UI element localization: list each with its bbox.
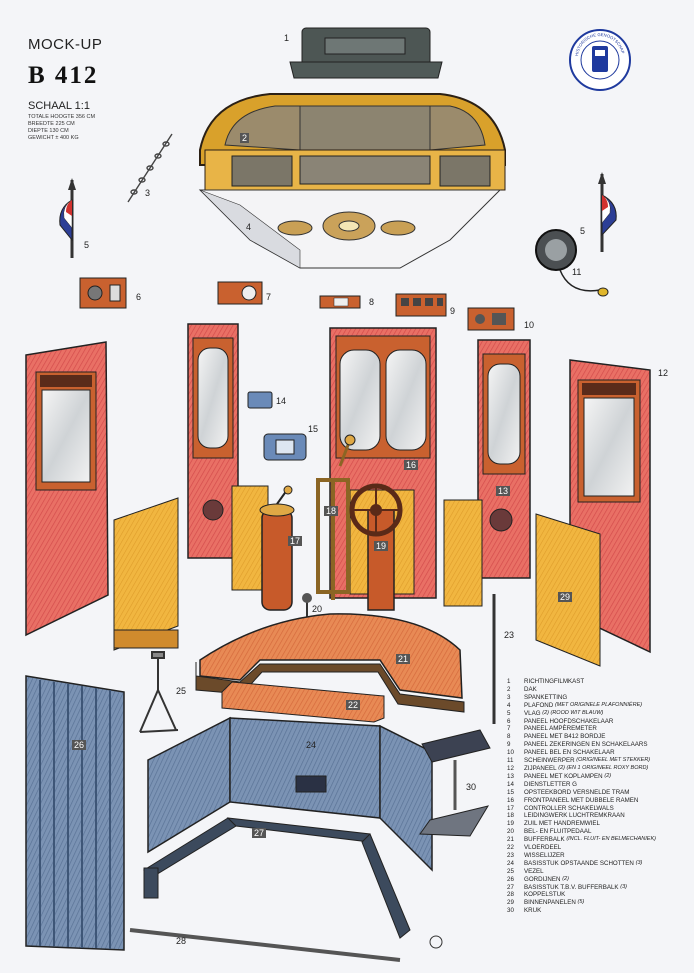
part-28-coupling-bar: [129, 928, 401, 962]
mockup-label: MOCK-UP: [28, 36, 103, 53]
part-22-floor-section: [221, 681, 385, 723]
part-5-flag-left: [59, 178, 76, 258]
part-4-ceiling: [198, 189, 502, 269]
callout-9: 9: [450, 306, 456, 316]
part-24-base-panels: [147, 716, 433, 872]
part-9-fuse-panel: [395, 293, 447, 317]
part-5-flag-right: [598, 172, 617, 252]
part-3-tension-chain: [127, 133, 173, 203]
callout-19: 19: [374, 541, 389, 551]
part-11-headlamp: [535, 229, 609, 297]
callout-22: 22: [346, 700, 361, 710]
callout-6: 6: [136, 292, 142, 302]
callout-29: 29: [558, 592, 573, 602]
part-2-roof: [199, 93, 506, 191]
part-27-buffer-base: [143, 817, 411, 939]
part-25-stand: [139, 651, 179, 733]
callout-21: 21: [396, 654, 411, 664]
callout-28: 28: [176, 936, 187, 946]
callout-15: 15: [308, 424, 319, 434]
part-26-curtains: [25, 675, 125, 951]
part-18-air-brake-piping: [316, 434, 356, 600]
part-7-ammeter-panel: [217, 281, 263, 305]
callout-8: 8: [369, 297, 375, 307]
part-13-headlamp-panel-right: [477, 339, 531, 579]
callout-3: 3: [145, 188, 151, 198]
callout-18: 18: [324, 506, 339, 516]
part-17-controller: [259, 485, 295, 611]
callout-25: 25: [176, 686, 187, 696]
callout-12: 12: [658, 368, 669, 378]
callout-10: 10: [524, 320, 535, 330]
part-1-destination-box: [289, 27, 443, 79]
spec-weight: GEWICHT ± 400 KG: [28, 135, 79, 141]
callout-13: 13: [496, 486, 511, 496]
part-12-side-panel-left: [25, 341, 109, 637]
society-seal-logo: HISTORISCHE GENOOTSCHAP: [569, 29, 631, 91]
spec-depth: DIEPTE 130 CM: [28, 128, 69, 134]
part-15-express-sign: [263, 433, 307, 461]
callout-5-left: 5: [84, 240, 90, 250]
callout-11: 11: [572, 267, 582, 277]
part-14-service-letter: [247, 391, 273, 409]
callout-7: 7: [266, 292, 272, 302]
specifications: TOTALE HOOGTE 356 CM BREEDTE 225 CM DIEP…: [28, 114, 95, 142]
model-title: B 412: [28, 62, 99, 89]
callout-27: 27: [252, 828, 267, 838]
part-6-main-switch-panel: [79, 277, 127, 309]
callout-23: 23: [504, 630, 515, 640]
callout-14: 14: [276, 396, 287, 406]
callout-2: 2: [240, 133, 250, 143]
part-10-bell-switch-panel: [467, 307, 515, 331]
callout-30: 30: [466, 782, 477, 792]
callout-1: 1: [284, 33, 290, 43]
part-8-b412-panel: [319, 295, 361, 309]
spec-height: TOTALE HOOGTE 356 CM: [28, 114, 96, 120]
part-13-headlamp-panel-left: [187, 323, 239, 559]
callout-16: 16: [404, 460, 419, 470]
callout-26: 26: [72, 740, 87, 750]
part-30-stool: [419, 729, 491, 837]
part-19-hand-brake-column: [349, 483, 403, 611]
scale-label: SCHAAL 1:1: [28, 100, 90, 112]
callout-24: 24: [306, 740, 317, 750]
callout-5-right: 5: [580, 226, 586, 236]
callout-20: 20: [312, 604, 323, 614]
callout-4: 4: [246, 222, 252, 232]
spec-width: BREEDTE 225 CM: [28, 121, 75, 127]
callout-17: 17: [288, 536, 303, 546]
